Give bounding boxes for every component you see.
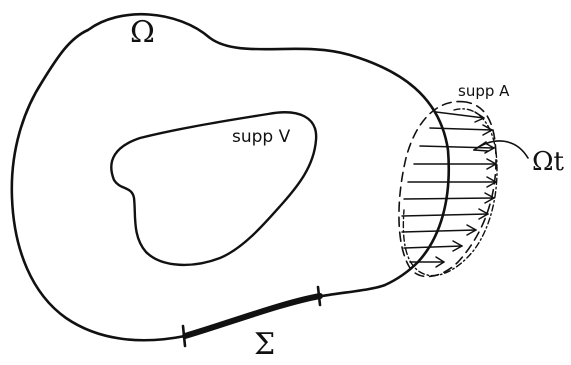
- arrow-field: [401, 111, 497, 268]
- arrow: [403, 240, 463, 252]
- omega-t-label: Ωt: [532, 147, 565, 177]
- arrow: [403, 192, 495, 204]
- sigma-segment: [182, 293, 323, 339]
- sigma-label: Σ: [254, 327, 275, 362]
- omega-boundary: [10, 12, 450, 342]
- supp-a-boundary: [398, 100, 497, 278]
- arrow: [401, 208, 489, 220]
- arrow: [409, 256, 445, 268]
- arrow: [435, 111, 485, 123]
- omega-t-boundary: [402, 108, 498, 277]
- omega-label: Ω: [130, 15, 155, 50]
- arrow: [429, 124, 493, 136]
- arrow: [401, 224, 477, 236]
- omega-t-pointer-head: [473, 141, 489, 152]
- supp-v-region: [110, 111, 318, 267]
- omega-t-pointer: [473, 140, 529, 159]
- arrow: [413, 158, 497, 170]
- supp-v-label: supp V: [232, 127, 291, 147]
- arrow: [407, 176, 497, 188]
- supp-a-label: supp A: [458, 82, 510, 100]
